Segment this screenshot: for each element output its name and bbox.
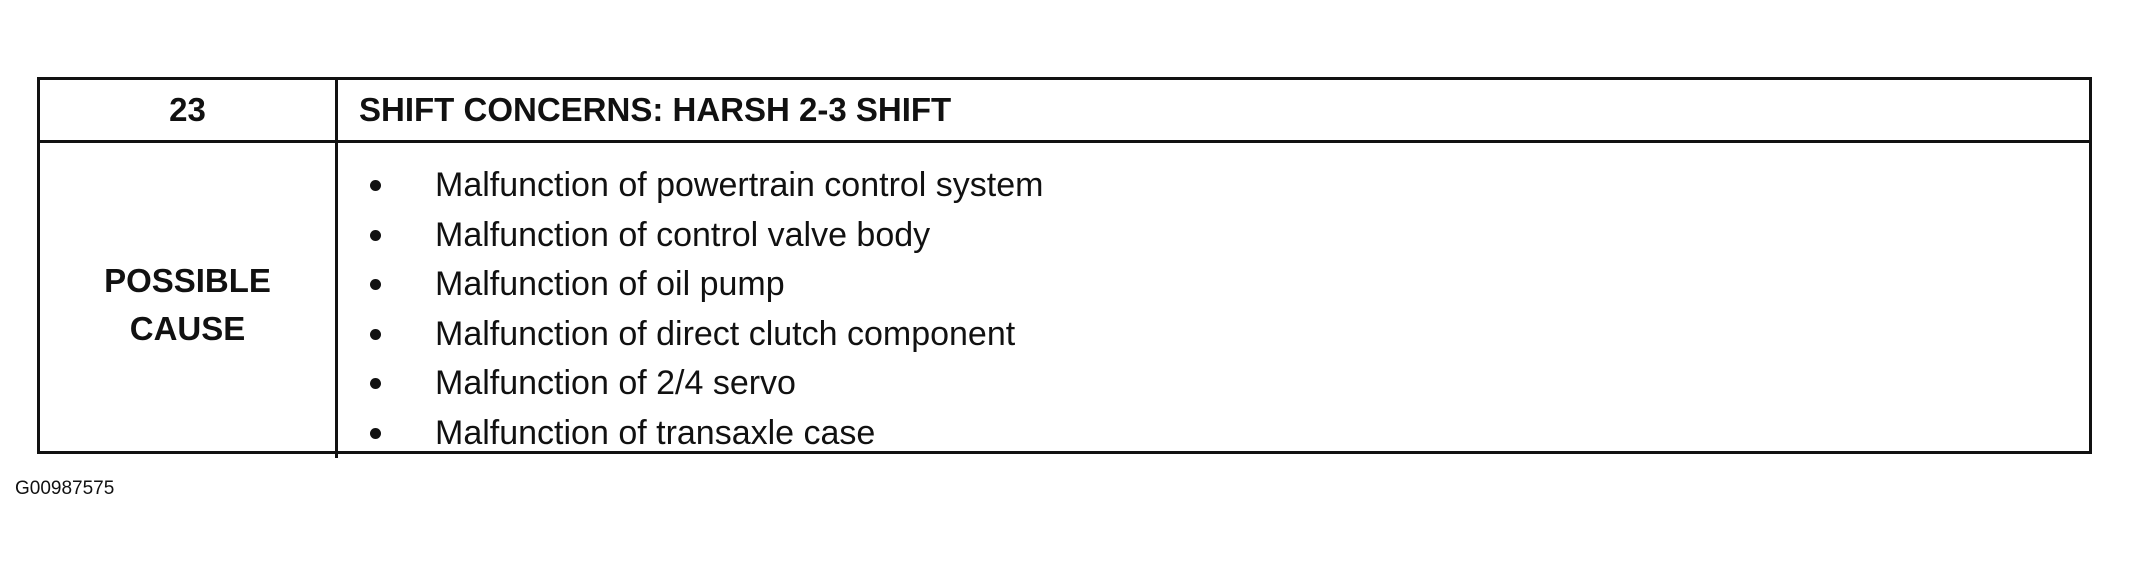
list-item: Malfunction of oil pump (338, 260, 1043, 310)
bullet-icon (370, 378, 381, 390)
bullet-icon (370, 328, 381, 340)
diagnosis-table: 23 SHIFT CONCERNS: HARSH 2-3 SHIFT POSSI… (37, 77, 2092, 458)
bullet-icon (370, 279, 381, 291)
list-item: Malfunction of 2/4 servo (338, 359, 1043, 409)
list-item: Malfunction of control valve body (338, 211, 1043, 261)
bullet-icon (370, 427, 381, 439)
cause-text: Malfunction of powertrain control system (435, 166, 1044, 205)
possible-cause-label-line1: POSSIBLE (104, 261, 271, 299)
concern-title: SHIFT CONCERNS: HARSH 2-3 SHIFT (338, 80, 2089, 143)
cause-list: Malfunction of powertrain control system… (338, 161, 1043, 458)
cause-text: Malfunction of control valve body (435, 215, 931, 254)
list-item: Malfunction of powertrain control system (338, 161, 1043, 211)
bullet-icon (370, 229, 381, 241)
concern-number: 23 (40, 80, 338, 143)
list-item: Malfunction of transaxle case (338, 409, 1043, 459)
cause-text: Malfunction of direct clutch component (435, 314, 1016, 353)
cause-text: Malfunction of transaxle case (435, 413, 876, 452)
possible-cause-label: POSSIBLE CAUSE (40, 143, 338, 458)
cause-text: Malfunction of 2/4 servo (435, 364, 796, 403)
bullet-icon (370, 180, 381, 192)
cause-text: Malfunction of oil pump (435, 265, 785, 304)
causes-cell: Malfunction of powertrain control system… (338, 143, 2089, 458)
possible-cause-label-line2: CAUSE (129, 309, 246, 347)
list-item: Malfunction of direct clutch component (338, 310, 1043, 360)
figure-id: G00987575 (15, 478, 115, 499)
